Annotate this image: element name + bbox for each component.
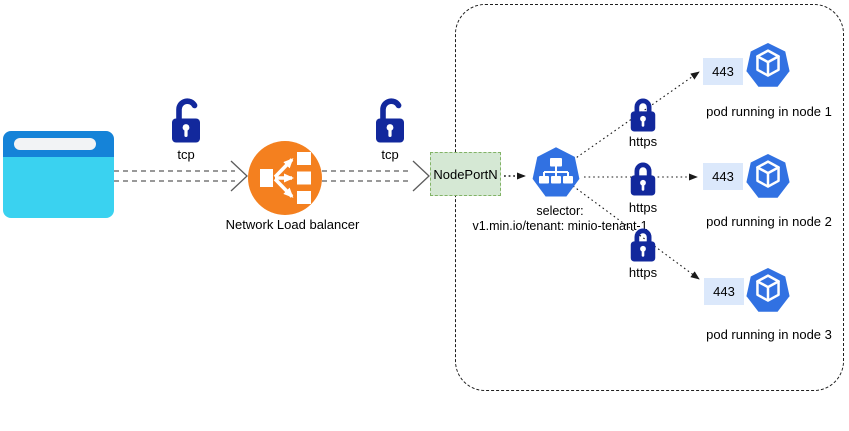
edge-label-https-3: https: [628, 265, 658, 280]
port-badge-value: 443: [712, 64, 734, 79]
port-badge-value: 443: [712, 169, 734, 184]
browser-window-icon: [3, 131, 114, 218]
edge-lb-to-nodeport: [322, 160, 430, 192]
edge-label-https-2: https: [628, 200, 658, 215]
locked-padlock-icon: [630, 162, 656, 196]
nodeport-label: NodePortN: [433, 166, 498, 182]
pod-label: pod running in node 2: [706, 214, 832, 229]
pod-label: pod running in node 3: [706, 327, 832, 342]
load-balancer-icon: [248, 141, 322, 215]
unlocked-padlock-icon: [376, 98, 404, 143]
locked-padlock-icon: [630, 98, 656, 132]
service-selector-line1: selector:: [536, 204, 584, 218]
browser-titlebar: [3, 131, 114, 157]
unlocked-padlock-icon: [172, 98, 200, 143]
port-badge: 443: [704, 278, 744, 305]
edge-label-tcp-2: tcp: [381, 147, 399, 162]
edge-label-https-1: https: [628, 134, 658, 149]
port-badge: 443: [703, 163, 743, 190]
locked-padlock-icon: [630, 228, 656, 262]
k8s-service-icon: [532, 147, 580, 197]
browser-viewport: [3, 157, 114, 218]
lb-label: Network Load balancer: [225, 217, 360, 232]
edge-label-tcp-1: tcp: [177, 147, 195, 162]
service-selector-line2: v1.min.io/tenant: minio-tenant-1: [472, 219, 648, 233]
port-badge: 443: [703, 58, 743, 85]
port-badge-value: 443: [713, 284, 735, 299]
k8s-pod-icon: [746, 153, 790, 198]
pod-label: pod running in node 1: [706, 104, 832, 119]
k8s-cluster-boundary: [455, 4, 844, 391]
nodeport-box: NodePortN: [430, 152, 501, 196]
browser-address-bar: [14, 138, 96, 150]
k8s-pod-icon: [746, 42, 790, 87]
k8s-pod-icon: [746, 267, 790, 312]
edge-client-to-lb: [114, 160, 248, 192]
